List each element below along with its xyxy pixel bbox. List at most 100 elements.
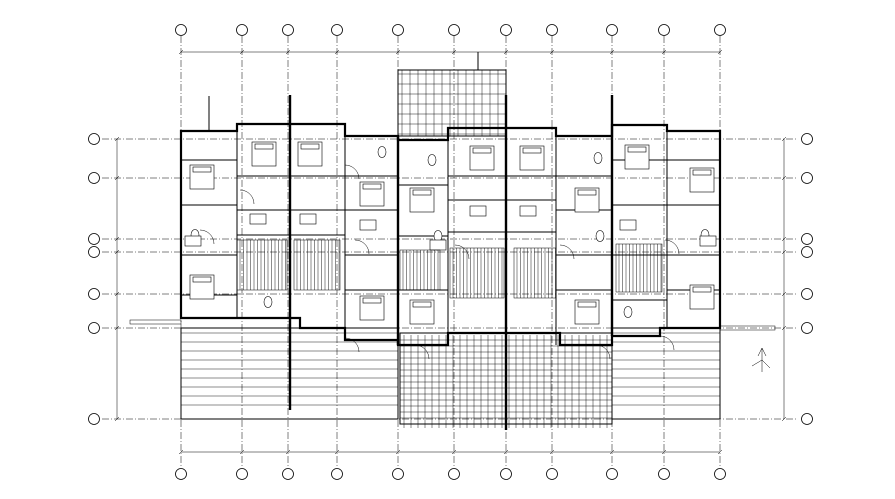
dimension-tick [285,49,291,55]
grid-bubble-icon [236,24,248,36]
grid-bubble-icon [282,24,294,36]
pillow [254,143,274,150]
dimension-tick [503,49,509,55]
dimension-tick [451,49,457,55]
toilet [595,230,605,242]
dimension-tick [549,49,555,55]
door-swing [199,229,215,245]
dimension-tick [781,236,787,242]
door-swing [354,239,370,255]
pillow [362,183,382,190]
door-swing [414,344,430,360]
dimension-tick [549,449,555,455]
grid-bubble-icon [88,288,100,300]
dimension-tick [114,175,120,181]
pillow [577,301,597,308]
toilet [377,146,387,158]
door-swing [559,244,575,260]
pillow [522,147,542,154]
grid-bubble-icon [448,24,460,36]
grid-bubble-icon [801,413,813,425]
top-pergola [397,69,507,137]
grid-bubble-icon [88,172,100,184]
grid-bubble-icon [500,468,512,480]
door-swing [239,189,255,205]
grid-bubble-icon [88,233,100,245]
grid-bubble-icon [801,322,813,334]
grid-bubble-icon [658,468,670,480]
toilet [263,296,273,308]
grid-bubble-icon [801,233,813,245]
dimension-tick [503,449,509,455]
grid-bubble-icon [606,24,618,36]
door-swing [595,344,611,360]
dimension-tick [114,136,120,142]
vanity [699,235,717,247]
grid-bubble-icon [392,24,404,36]
stair-outline [615,243,663,293]
dimension-tick [334,49,340,55]
grid-bubble-icon [236,468,248,480]
door-swing [344,337,360,353]
north-arrow-head [757,347,767,357]
stair-outline [513,247,557,299]
toilet [623,306,633,318]
vanity [619,219,637,231]
dimension-tick [781,175,787,181]
vanity [519,205,537,217]
dimension-tick [451,449,457,455]
dimension-tick [781,136,787,142]
dimension-tick [114,236,120,242]
north-arrow-icon [751,347,771,372]
dimension-tick [334,449,340,455]
right-deck-outline [611,327,721,420]
grid-bubble-icon [546,468,558,480]
grid-bubble-icon [658,24,670,36]
pillow [300,143,320,150]
dimension-tick [661,49,667,55]
grid-bubble-icon [175,24,187,36]
grid-bubble-icon [448,468,460,480]
dimension-tick [395,449,401,455]
room-fixtures [184,141,717,360]
vanity [469,205,487,217]
pillow [577,189,597,196]
dimension-tick [114,249,120,255]
door-swing [454,244,470,260]
dimension-tick [781,291,787,297]
pillow [627,146,647,153]
north-arrow-tail [751,359,771,369]
dimension-tick [285,449,291,455]
dimension-tick [239,449,245,455]
stairs [236,239,663,299]
pillow [362,297,382,304]
stair-outline [293,239,341,291]
courtyard-hatching [180,327,721,428]
dimension-tick [178,449,184,455]
pillow [472,147,492,154]
dimension-tick [609,449,615,455]
dimension-tick [781,325,787,331]
grid-bubble-icon [88,246,100,258]
dimension-tick [178,49,184,55]
stair-outline [236,239,288,291]
dimension-tick [661,449,667,455]
door-swing [664,239,680,255]
vanity [184,235,202,247]
grid-bubble-icon [500,24,512,36]
grid-bubble-icon [282,468,294,480]
grid-bubble-icon [331,24,343,36]
pillow [692,169,712,176]
grid-bubble-icon [331,468,343,480]
pillow [192,166,212,173]
door-swing [344,164,360,180]
door-swing [659,335,675,351]
grid-bubble-icon [392,468,404,480]
pillow [692,286,712,293]
vanity [429,239,447,251]
vanity [299,213,317,225]
grid-bubble-icon [801,172,813,184]
pillow [412,301,432,308]
grid-bubble-icon [801,288,813,300]
dimension-tick [114,416,120,422]
